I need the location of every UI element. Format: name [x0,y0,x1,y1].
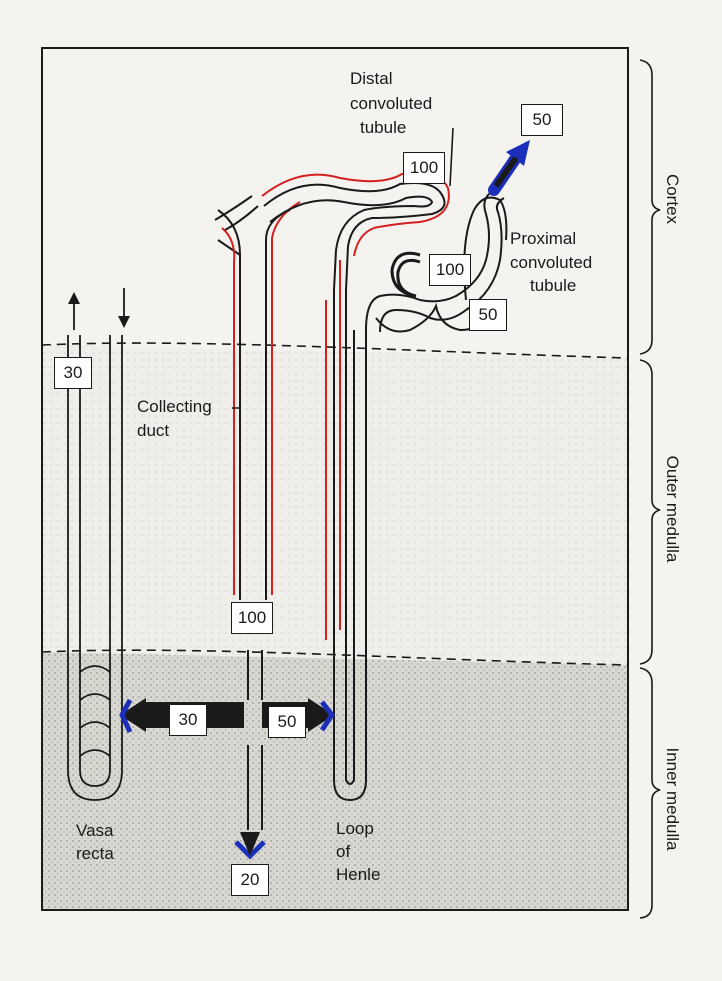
proximal-tubule-lower [375,302,481,333]
diagram-frame [41,47,629,911]
value-box-proximal-bottom: 50 [469,299,507,331]
vasa-recta-label-line1: Vasa [76,821,114,840]
collecting-duct-red-left [221,227,236,595]
proximal-label-line2: convoluted [510,253,593,272]
region-outer-medulla: Outer medulla [663,455,682,563]
distal-tubule-red [261,171,450,257]
distal-label-line3: tubule [360,118,407,137]
distal-label-line1: Distal [350,69,393,88]
vasa-down-arrow-head [118,316,130,328]
loop-of-henle [333,290,367,802]
distal-label-leader [449,127,454,187]
inner-medulla-brace [639,667,661,919]
value-box-vasa-recta: 30 [54,357,92,389]
proximal-label-line1: Proximal [510,229,577,248]
collecting-label-line1: Collecting [137,397,212,416]
proximal-label-line3: tubule [530,276,577,295]
value-box-right-arrow: 50 [268,706,306,738]
value-box-distal-start: 100 [403,152,445,184]
proximal-tubule-inner [379,197,505,333]
value-box-left-arrow: 30 [169,704,207,736]
collecting-duct-top-branch [214,195,259,231]
vasa-recta-label-line2: recta [76,844,114,863]
vasa-recta [67,335,123,801]
collecting-label-line2: duct [137,421,170,440]
distal-label-line2: convoluted [350,94,433,113]
down-arrow-head [240,832,260,856]
value-box-collecting-mid: 100 [231,602,273,634]
value-box-proximal-out: 50 [521,104,563,136]
cortex-brace [639,59,661,355]
left-arrow-head [120,698,146,732]
loop-label-line3: Henle [336,865,381,884]
right-arrow-head [308,698,334,732]
loop-red-overlay [325,260,341,640]
bowman-capsule [390,251,421,298]
region-inner-medulla: Inner medulla [663,747,682,851]
loop-label-line1: Loop [336,819,374,838]
proximal-out-arrow-black [493,156,519,188]
outer-inner-boundary [41,649,629,666]
proximal-tubule-outer [365,189,497,331]
vasa-up-arrow-head [68,292,80,304]
loop-label-line2: of [336,842,351,861]
proximal-out-arrow-head [506,140,530,166]
right-arrow-blue [319,700,336,732]
outer-medulla-brace [639,359,661,665]
region-cortex: Cortex [663,173,682,225]
left-arrow-blue [119,698,133,734]
collecting-duct-red-right [271,201,301,595]
value-box-bottom: 20 [231,864,269,896]
proximal-tubule-loop [463,196,508,301]
distal-tubule-outer [263,182,446,291]
cortex-medulla-boundary [41,342,629,359]
value-box-loop-top: 100 [429,254,471,286]
distal-tubule-inner [269,195,434,291]
